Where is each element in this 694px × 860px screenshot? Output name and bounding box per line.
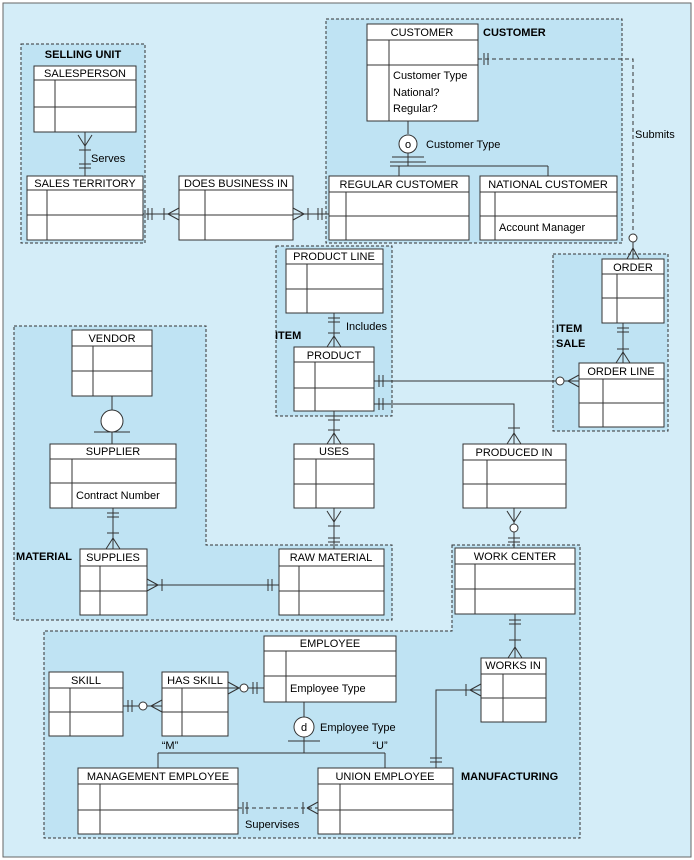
attr-employee-type: Employee Type: [290, 683, 366, 695]
rel-supplier-supplies: [105, 508, 121, 550]
rel-product-uses: [326, 411, 342, 445]
entity-raw-material[interactable]: RAW MATERIAL: [278, 548, 385, 616]
rel-business-regular: [292, 207, 329, 221]
entity-title: PRODUCT LINE: [293, 251, 375, 263]
entity-regular-customer[interactable]: REGULAR CUSTOMER: [328, 175, 470, 241]
entity-employee[interactable]: EMPLOYEE Employee Type: [263, 635, 397, 703]
entity-salesperson[interactable]: SALESPERSON: [33, 65, 137, 133]
entity-title: DOES BUSINESS IN: [184, 178, 288, 190]
entity-national-customer[interactable]: NATIONAL CUSTOMER Account Manager: [479, 175, 618, 241]
attr-customer-type: Customer Type: [393, 70, 467, 82]
entity-order-line[interactable]: ORDER LINE: [578, 362, 665, 428]
entity-uses[interactable]: USES: [293, 443, 375, 509]
rel-label-includes: Includes: [346, 321, 387, 333]
rel-product-producedin: [374, 398, 522, 445]
rel-label-submits: Submits: [635, 129, 675, 141]
entity-product[interactable]: PRODUCT: [293, 346, 375, 412]
customer-discriminator-label: Customer Type: [426, 139, 500, 151]
rel-submits: [478, 53, 640, 260]
entity-title: HAS SKILL: [167, 675, 223, 687]
employee-subtype-lines: [157, 702, 386, 768]
rel-workcenter-worksin: [507, 614, 523, 659]
rel-label-supervises: Supervises: [245, 819, 300, 831]
attr-national: National?: [393, 87, 439, 99]
entity-title: SUPPLIES: [86, 552, 140, 564]
cluster-label-item-sale-1: ITEM: [556, 323, 582, 335]
relationship-lines: [77, 53, 640, 815]
entity-product-line[interactable]: PRODUCT LINE: [285, 248, 384, 314]
rel-skill-hasskill: [123, 699, 163, 713]
customer-disjoint-symbol: o: [405, 139, 411, 151]
entity-title: SALESPERSON: [44, 68, 126, 80]
rel-supervises: [238, 801, 319, 815]
rel-territory-business: [143, 207, 180, 221]
cluster-label-item-sale-2: SALE: [556, 338, 585, 350]
management-value-label: “M”: [162, 740, 179, 752]
entity-sales-territory[interactable]: SALES TERRITORY: [26, 175, 144, 241]
entity-union-employee[interactable]: UNION EMPLOYEE: [317, 767, 454, 835]
entity-title: PRODUCED IN: [475, 447, 552, 459]
rel-employee-hasskill: [227, 681, 264, 695]
cluster-label-customer: CUSTOMER: [483, 27, 546, 39]
entity-vendor[interactable]: VENDOR: [71, 329, 153, 397]
entity-title: REGULAR CUSTOMER: [340, 179, 459, 191]
cluster-material: MATERIAL: [13, 325, 393, 621]
entity-title: WORKS IN: [485, 660, 541, 672]
entity-title: MANAGEMENT EMPLOYEE: [87, 771, 229, 783]
entity-supplier[interactable]: SUPPLIER Contract Number: [49, 443, 177, 509]
entity-title: EMPLOYEE: [300, 638, 361, 650]
entity-does-business-in[interactable]: DOES BUSINESS IN: [178, 175, 294, 241]
entity-title: USES: [319, 446, 349, 458]
employee-discriminator-label: Employee Type: [320, 722, 396, 734]
entity-has-skill[interactable]: HAS SKILL: [161, 671, 229, 737]
entity-title: SUPPLIER: [86, 446, 140, 458]
entity-title: SKILL: [71, 675, 101, 687]
entity-title: CUSTOMER: [391, 27, 454, 39]
union-value-label: “U”: [372, 740, 388, 752]
entity-title: UNION EMPLOYEE: [335, 771, 434, 783]
attr-account-manager: Account Manager: [499, 222, 586, 234]
cluster-label-manufacturing: MANUFACTURING: [461, 771, 558, 783]
entity-title: SALES TERRITORY: [34, 178, 136, 190]
attr-contract-number: Contract Number: [76, 490, 160, 502]
cluster-label-selling-unit: SELLING UNIT: [45, 49, 122, 61]
entity-title: NATIONAL CUSTOMER: [488, 179, 608, 191]
rel-producedin-workcenter: [506, 508, 522, 548]
entity-works-in[interactable]: WORKS IN: [480, 657, 547, 723]
rel-uses-rawmaterial: [326, 508, 342, 549]
entity-supplies[interactable]: SUPPLIES: [79, 548, 148, 616]
rel-supplies-rawmaterial: [146, 578, 279, 592]
entity-customer[interactable]: CUSTOMER Customer Type National? Regular…: [366, 23, 479, 122]
rel-serves: [77, 132, 93, 176]
employee-disjoint-symbol: d: [301, 722, 307, 734]
cluster-label-material: MATERIAL: [16, 551, 72, 563]
cluster-label-item: ITEM: [275, 330, 301, 342]
entity-produced-in[interactable]: PRODUCED IN: [462, 443, 567, 509]
entity-title: RAW MATERIAL: [290, 552, 373, 564]
rel-includes: [326, 313, 342, 348]
entity-title: VENDOR: [88, 333, 135, 345]
rel-order-orderline: [615, 323, 631, 364]
entity-order[interactable]: ORDER: [601, 258, 665, 324]
entity-title: WORK CENTER: [474, 551, 557, 563]
entity-title: ORDER: [613, 262, 653, 274]
entity-skill[interactable]: SKILL: [48, 671, 124, 737]
rel-product-orderline: [374, 374, 580, 388]
rel-union-worksin: [430, 683, 482, 768]
vendor-subtype-lines: [94, 396, 130, 444]
entity-title: PRODUCT: [307, 350, 362, 362]
entity-work-center[interactable]: WORK CENTER: [454, 547, 576, 615]
rel-label-serves: Serves: [91, 153, 126, 165]
entity-management-employee[interactable]: MANAGEMENT EMPLOYEE: [77, 767, 239, 835]
customer-subtype-lines: [390, 121, 549, 176]
entity-title: ORDER LINE: [587, 366, 654, 378]
attr-regular: Regular?: [393, 103, 438, 115]
